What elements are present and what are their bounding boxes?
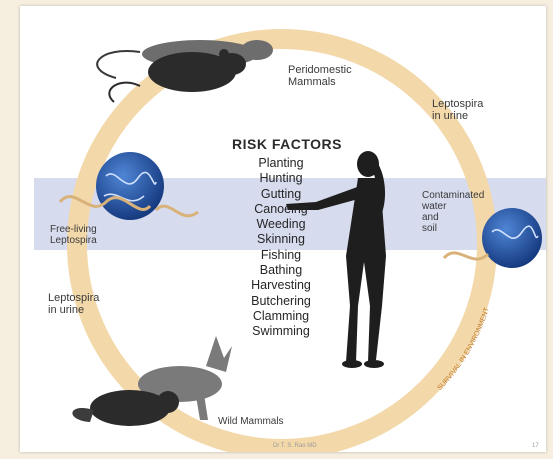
slide-canvas: SURVIVAL IN ENVIRONMENT — [20, 6, 546, 452]
label-line: Leptospira — [432, 98, 483, 110]
risk-factor-item: Bathing — [226, 263, 336, 278]
label-line: and — [422, 212, 484, 223]
risk-factor-item: Harvesting — [226, 278, 336, 293]
risk-factor-item: Weeding — [226, 217, 336, 232]
risk-factors-title: RISK FACTORS — [232, 136, 342, 152]
label-line: Peridomestic — [288, 64, 352, 76]
risk-factor-item: Hunting — [226, 171, 336, 186]
risk-factor-item: Canoeing — [226, 202, 336, 217]
footer-author: Dr T. S. Rao MD — [273, 443, 317, 449]
label-line: Free-living — [50, 224, 97, 235]
risk-factor-item: Planting — [226, 156, 336, 171]
risk-factor-item: Fishing — [226, 248, 336, 263]
label-peridomestic-mammals: Peridomestic Mammals — [288, 64, 352, 88]
risk-factor-item: Gutting — [226, 187, 336, 202]
risk-factor-item: Skinning — [226, 232, 336, 247]
label-line: soil — [422, 223, 484, 234]
label-line: in urine — [48, 304, 99, 316]
label-line: Leptospira — [48, 292, 99, 304]
label-line: Mammals — [288, 76, 352, 88]
risk-factor-item: Clamming — [226, 309, 336, 324]
label-line: Contaminated — [422, 190, 484, 201]
page-number: 17 — [532, 443, 539, 449]
rat-icon — [97, 40, 273, 102]
label-wild-mammals: Wild Mammals — [218, 416, 284, 428]
risk-factor-item: Swimming — [226, 324, 336, 339]
label-contaminated-water-soil: Contaminated water and soil — [422, 190, 484, 234]
label-line: in urine — [432, 110, 483, 122]
label-leptospira-urine-top: Leptospira in urine — [432, 98, 483, 122]
label-leptospira-urine-left: Leptospira in urine — [48, 292, 99, 316]
risk-factor-item: Butchering — [226, 294, 336, 309]
label-line: Leptospira — [50, 235, 97, 246]
label-line: water — [422, 201, 484, 212]
label-free-living-leptospira: Free-living Leptospira — [50, 224, 97, 246]
